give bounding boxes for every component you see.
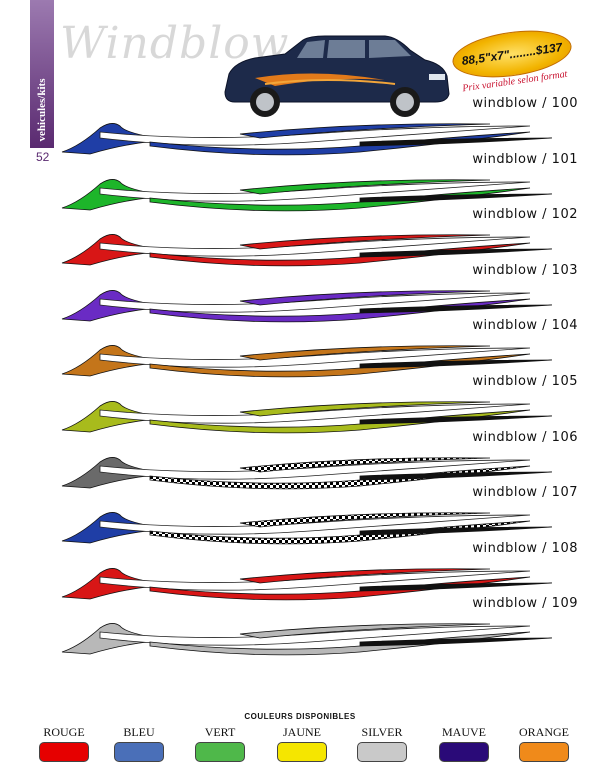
kit-graphic (61, 289, 553, 323)
kit-label: windblow / 105 (472, 374, 578, 389)
kit-graphic (61, 178, 553, 211)
color-swatch: ORANGE (512, 725, 576, 762)
color-chip (39, 742, 89, 762)
color-chip (519, 742, 569, 762)
color-chip (195, 742, 245, 762)
kit-label: windblow / 103 (472, 262, 578, 278)
section-tab: vehicules/kits (30, 0, 54, 148)
color-swatch: MAUVE (432, 725, 496, 762)
color-swatch: SILVER (350, 725, 414, 762)
color-swatch: VERT (188, 725, 252, 762)
color-swatch-label: ROUGE (43, 725, 85, 739)
kit-graphic (61, 567, 553, 601)
section-tab-label: vehicules/kits (36, 78, 48, 142)
kit-label: windblow / 102 (472, 207, 578, 223)
color-swatch-label: SILVER (361, 725, 403, 739)
kit-graphic (61, 456, 553, 489)
kit-graphic (61, 623, 553, 656)
kit-graphic (61, 401, 553, 434)
kit-label: windblow / 104 (472, 318, 578, 334)
kit-label: windblow / 106 (472, 429, 578, 445)
color-chip (357, 742, 407, 762)
kit-graphic (61, 123, 553, 156)
color-swatch-label: BLEU (123, 725, 155, 739)
kit-graphic (61, 345, 553, 378)
color-swatch-label: MAUVE (442, 725, 486, 739)
vehicle-image (224, 35, 450, 117)
kit-label: windblow / 109 (472, 596, 578, 612)
kit-label: windblow / 108 (472, 540, 578, 556)
color-chip (439, 742, 489, 762)
color-chip (277, 742, 327, 762)
color-swatch-label: VERT (204, 725, 236, 739)
legend-title: COULEURS DISPONIBLES (244, 712, 356, 721)
color-swatch: JAUNE (270, 725, 334, 762)
color-swatch: ROUGE (32, 725, 96, 762)
color-swatch: BLEU (107, 725, 171, 762)
kit-label: windblow / 100 (472, 96, 578, 111)
kit-label: windblow / 107 (472, 485, 578, 501)
color-swatch-label: JAUNE (283, 725, 321, 739)
color-chip (114, 742, 164, 762)
kit-label: windblow / 101 (472, 151, 578, 167)
kit-graphic (61, 512, 553, 545)
kit-graphic (61, 234, 553, 267)
color-swatch-label: ORANGE (519, 725, 569, 739)
page-number: 52 (36, 150, 50, 164)
